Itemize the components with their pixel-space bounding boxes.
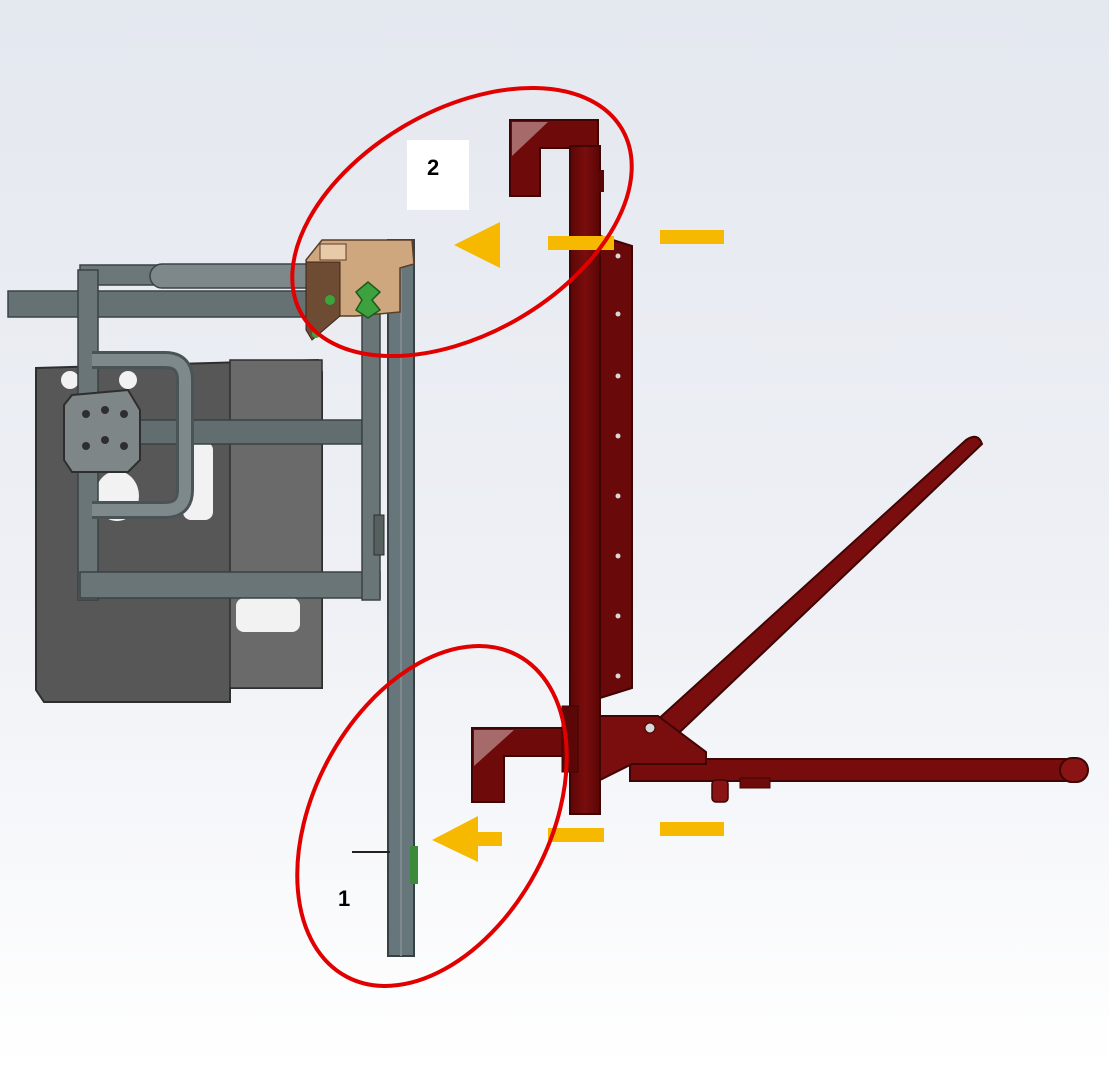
insert-arrow-top — [454, 222, 724, 268]
frame-bottom-rail — [79, 571, 381, 599]
post-clip — [373, 514, 385, 556]
gray-assembly — [7, 239, 418, 957]
arrow-dash — [548, 236, 614, 250]
plate-hole — [615, 253, 621, 259]
arrow-head-icon — [454, 222, 500, 268]
plate-bolt — [101, 436, 109, 444]
callout-2-label-bg — [407, 140, 469, 210]
diagonal-leg — [620, 435, 984, 772]
leg-end-cap — [1059, 757, 1089, 783]
arrow-head-icon — [432, 816, 478, 862]
plate-hole — [615, 493, 621, 499]
clamp-window — [319, 243, 347, 261]
plate-bolt — [120, 410, 128, 418]
callout-1-label: 1 — [338, 886, 351, 911]
arrow-dash — [660, 822, 724, 836]
clamp-screw — [325, 295, 335, 305]
hinge-pin — [644, 722, 656, 734]
plate-hole — [615, 433, 621, 439]
callout-2-label: 2 — [427, 155, 440, 180]
arrow-dash — [660, 230, 724, 244]
panel-side — [229, 359, 323, 689]
top-hook — [509, 119, 599, 197]
plate-hole — [615, 311, 621, 317]
plate-bolt — [101, 406, 109, 414]
mounting-plate — [63, 388, 141, 473]
cross-bar — [99, 419, 363, 445]
hinge-bracket — [599, 715, 707, 782]
plate-bolt — [82, 410, 90, 418]
plate-hole — [615, 373, 621, 379]
column-plate — [599, 234, 633, 700]
handle-loop — [92, 354, 191, 516]
callout-2-ellipse — [290, 85, 634, 359]
arrow-dash — [476, 832, 502, 846]
plate-hole — [615, 553, 621, 559]
plate-bolt — [82, 442, 90, 450]
post-latch — [410, 846, 418, 884]
panel-hole — [119, 371, 137, 389]
horizontal-bar — [7, 290, 309, 318]
knob-icon — [354, 281, 382, 319]
plate-hole — [615, 673, 621, 679]
panel-slot — [236, 598, 300, 632]
plate-hole — [615, 613, 621, 619]
red-stand — [471, 119, 1089, 815]
callout-1-ellipse — [295, 644, 569, 988]
plate-bolt — [120, 442, 128, 450]
leg-foot — [711, 779, 729, 803]
panel-hole — [61, 371, 79, 389]
insert-arrow-bottom — [432, 816, 724, 862]
arrow-dash — [548, 828, 604, 842]
